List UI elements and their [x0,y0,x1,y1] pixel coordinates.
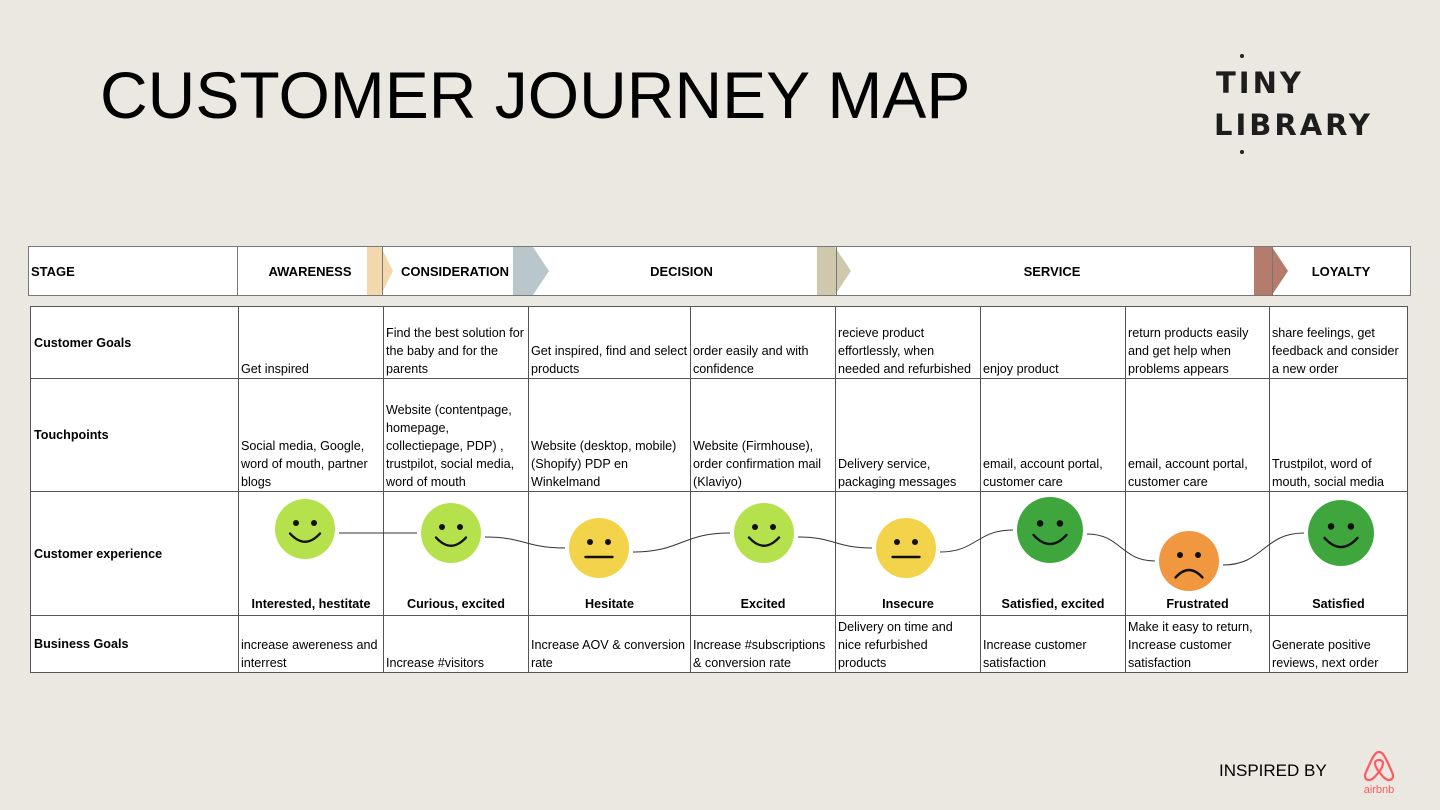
experience-cell: Frustrated [1125,491,1270,616]
touchpoint-cell: email, account portal, customer care [1125,378,1270,492]
experience-cell: Satisfied [1269,491,1408,616]
journey-table: Customer Goals Get inspired Find the bes… [30,306,1408,673]
touchpoint-cell: Delivery service, packaging messages [835,378,981,492]
goal-cell: return products easily and get help when… [1125,306,1270,379]
experience-cell: Curious, excited [383,491,529,616]
touchpoint-cell: Website (Firmhouse), order confirmation … [690,378,836,492]
touchpoints-row: Touchpoints Social media, Google, word o… [30,378,1408,492]
experience-cell: Interested, hestitate [238,491,384,616]
row-label: Customer Goals [30,306,239,379]
business-cell: Increase customer satisfaction [980,615,1126,673]
logo-line-2: LIBRARY [1214,108,1373,142]
stage-chevron [1254,247,1288,295]
emotion-label: Insecure [882,597,934,611]
customer-experience-row: Customer experience Interested, hestitat… [30,491,1408,616]
stage-consideration: CONSIDERATION [400,263,510,279]
emotion-label: Frustrated [1166,597,1229,611]
business-cell: Increase #visitors [383,615,529,673]
touchpoint-cell: Website (contentpage, homepage, collecti… [383,378,529,492]
business-cell: Delivery on time and nice refurbished pr… [835,615,981,673]
goal-cell: Get inspired [238,306,384,379]
experience-cell: Hesitate [528,491,691,616]
page-title: CUSTOMER JOURNEY MAP [100,58,971,132]
emotion-label: Excited [740,597,786,611]
stage-chevron [817,247,851,295]
airbnb-wordmark: airbnb [1364,784,1395,796]
business-goals-row: Business Goals increase awereness and in… [30,615,1408,673]
emotion-label: Satisfied [1312,597,1365,611]
airbnb-logo-icon: airbnb [1363,750,1395,796]
emotion-label: Interested, hestitate [251,597,371,611]
logo-dot-bottom [1240,150,1244,154]
tiny-library-logo: TINY LIBRARY [1200,52,1380,158]
customer-goals-row: Customer Goals Get inspired Find the bes… [30,306,1408,379]
stage-label: STAGE [31,263,75,279]
business-cell: Increase AOV & conversion rate [528,615,691,673]
goal-cell: share feelings, get feedback and conside… [1269,306,1408,379]
business-cell: Make it easy to return, Increase custome… [1125,615,1270,673]
chevron-shape [513,247,549,295]
stage-chevron [367,247,393,295]
stage-service: SERVICE [1023,263,1081,279]
business-cell: increase awereness and interrest [238,615,384,673]
stage-divider [237,247,238,295]
stage-loyalty: LOYALTY [1311,263,1371,279]
touchpoint-cell: Website (desktop, mobile) (Shopify) PDP … [528,378,691,492]
emotion-label: Hesitate [585,597,634,611]
stage-decision: DECISION [650,263,713,279]
emotion-label: Satisfied, excited [1001,597,1105,611]
goal-cell: Find the best solution for the baby and … [383,306,529,379]
touchpoint-cell: Social media, Google, word of mouth, par… [238,378,384,492]
stage-divider [1272,247,1273,295]
goal-cell: order easily and with confidence [690,306,836,379]
business-cell: Generate positive reviews, next order [1269,615,1408,673]
row-label: Touchpoints [30,378,239,492]
chevron-shape [1254,247,1288,295]
experience-cell: Excited [690,491,836,616]
stage-divider [836,247,837,295]
row-label: Business Goals [30,615,239,673]
stage-divider [382,247,383,295]
chevron-shape [367,247,393,295]
business-cell: Increase #subscriptions & conversion rat… [690,615,836,673]
touchpoint-cell: Trustpilot, word of mouth, social media [1269,378,1408,492]
touchpoint-cell: email, account portal, customer care [980,378,1126,492]
airbnb-belo-shape [1363,750,1395,782]
emotion-label: Curious, excited [407,597,505,611]
logo-line-1: TINY [1216,66,1304,100]
row-label: Customer experience [30,491,239,616]
experience-cell: Satisfied, excited [980,491,1126,616]
experience-cell: Insecure [835,491,981,616]
goal-cell: enjoy product [980,306,1126,379]
stage-bar: STAGE AWARENESS CONSIDERATION DECISION S… [28,246,1411,296]
inspired-by-text: INSPIRED BY [1219,761,1327,780]
goal-cell: Get inspired, find and select products [528,306,691,379]
stage-chevron [513,247,549,295]
logo-dot-top [1240,54,1244,58]
chevron-shape [817,247,851,295]
stage-awareness: AWARENESS [268,263,352,279]
goal-cell: recieve product effortlessly, when neede… [835,306,981,379]
